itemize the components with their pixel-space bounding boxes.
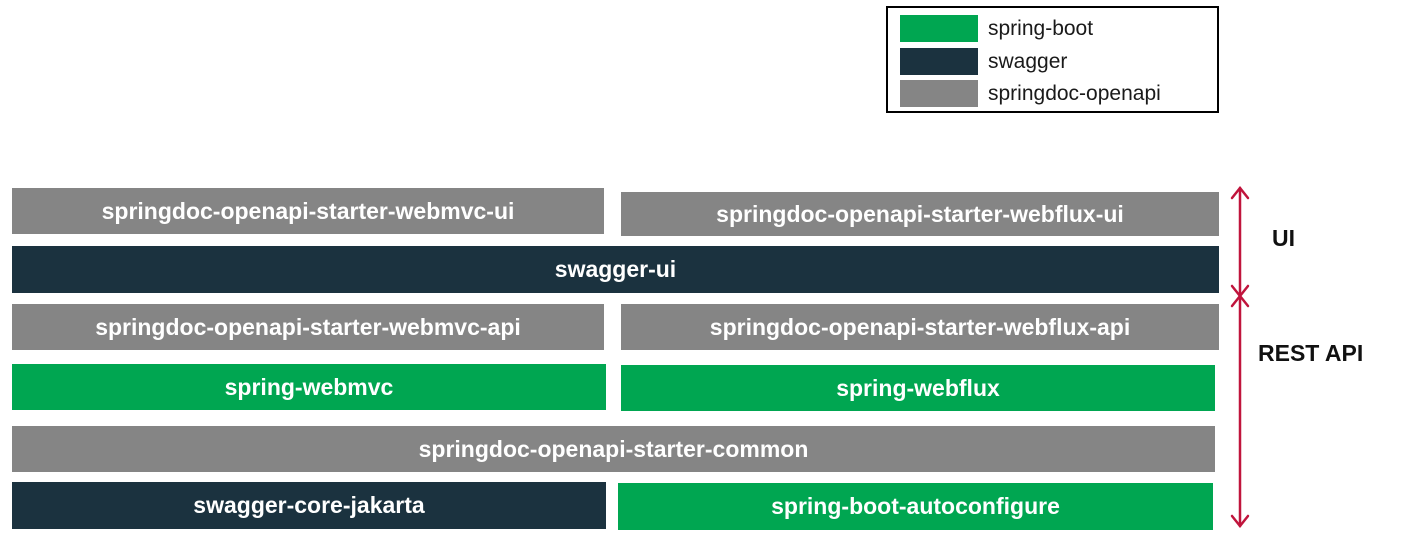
legend: spring-boot swagger springdoc-openapi — [886, 6, 1219, 113]
block-webmvc-api: springdoc-openapi-starter-webmvc-api — [12, 304, 604, 350]
rest-api-arrow-head-bottom — [1230, 514, 1250, 529]
legend-swatch-springdoc-openapi — [900, 80, 978, 107]
rest-api-arrow-head-top — [1230, 293, 1250, 308]
legend-label: spring-boot — [988, 16, 1094, 40]
block-webflux-ui: springdoc-openapi-starter-webflux-ui — [621, 192, 1219, 236]
legend-label: swagger — [988, 49, 1068, 73]
layer-label-rest-api: REST API — [1258, 340, 1364, 366]
block-swagger-ui: swagger-ui — [12, 246, 1219, 293]
block-spring-boot-autoconfigure: spring-boot-autoconfigure — [618, 483, 1213, 530]
legend-label: springdoc-openapi — [988, 81, 1161, 105]
legend-swatch-spring-boot — [900, 15, 978, 42]
block-webmvc-ui: springdoc-openapi-starter-webmvc-ui — [12, 188, 604, 234]
layer-label-ui: UI — [1272, 225, 1295, 251]
legend-item-springdoc-openapi: springdoc-openapi — [900, 80, 1161, 107]
ui-arrow-head-top — [1230, 185, 1250, 200]
block-swagger-core-jakarta: swagger-core-jakarta — [12, 482, 606, 529]
legend-swatch-swagger — [900, 48, 978, 75]
block-webflux-api: springdoc-openapi-starter-webflux-api — [621, 304, 1219, 350]
block-spring-webmvc: spring-webmvc — [12, 364, 606, 410]
block-spring-webflux: spring-webflux — [621, 365, 1215, 411]
layer-arrow — [1230, 185, 1250, 529]
block-starter-common: springdoc-openapi-starter-common — [12, 426, 1215, 472]
legend-item-spring-boot: spring-boot — [900, 15, 1093, 42]
legend-item-swagger: swagger — [900, 48, 1067, 75]
